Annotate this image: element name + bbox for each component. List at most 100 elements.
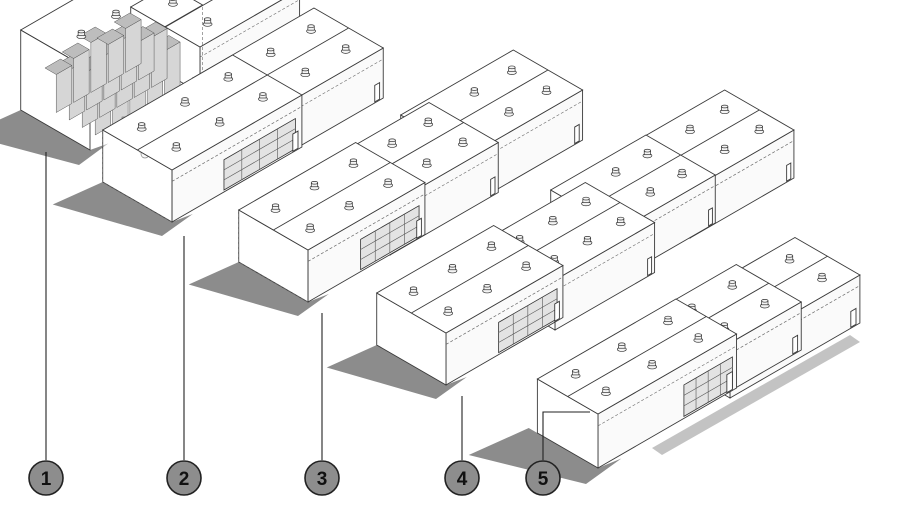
personnel-door [292,130,299,153]
door-panel-line [683,377,733,407]
ground-shadow [326,345,467,399]
roof-fan-icon [664,315,672,320]
roof-fan-icon [345,201,353,205]
roof-fan-icon [785,254,794,258]
number-badge: 2 [166,460,202,496]
number-badge: 5 [525,460,561,496]
roof-fan-icon [470,87,478,91]
roof-fan-icon [688,303,696,308]
building-module-4a [375,224,564,386]
wall-strip [199,0,300,58]
roof-fan-icon [550,255,558,259]
roof-fan-icon [388,138,396,143]
roof-fan-icon [459,137,467,142]
door-panel-line [498,298,558,333]
roof-seam [411,245,529,314]
roof-fan-icon [444,306,452,311]
roof-fan-icon [169,0,177,4]
roof-fan-icon [648,360,656,364]
wall-strip [679,312,802,383]
personnel-door [726,370,733,394]
roof-fan-icon [301,67,309,72]
leader-line [542,411,590,460]
roof-fan-icon [259,92,267,96]
roof-fan-icon [728,280,736,284]
personnel-door [554,300,560,323]
building-module-2a [101,54,303,223]
roof-fan-icon [483,284,491,288]
roof-fan-icon [761,299,769,303]
roof-fan-icon [172,142,180,146]
number-badge-circle [166,460,202,496]
leader-lines-layer [45,152,590,460]
door-panel-line [498,308,558,343]
ground-shadow [188,262,329,316]
cargo-stack [73,49,90,103]
roof-fan-icon [617,216,625,221]
roof-fan-icon [643,148,651,153]
cargo-stack [125,19,142,73]
roof-fan-icon [271,203,280,208]
hidden-edge [238,210,309,303]
roof-fan-icon [204,17,212,21]
roof-fan-icon [342,44,350,48]
personnel-door [490,176,496,197]
roof-fan-icon [181,97,189,101]
number-badge-circle [304,460,340,496]
cargo-top [61,42,90,59]
personnel-door [708,207,713,227]
roof-fan-icon [522,261,530,266]
roof-fan-icon [542,85,551,90]
door-panel-line [360,215,420,250]
roof-seam [273,162,391,231]
corridor-strip [652,335,860,455]
roof-fan-icon [216,117,224,121]
roof-fan-icon [409,286,418,291]
door-panel-line [223,138,296,181]
roof-fan-icon [307,24,315,28]
roof-fan-icon [646,187,654,191]
roof-fan-icon [423,158,431,163]
roof-fan-icon [424,117,432,122]
wall-strip [261,58,384,130]
roof-fan-icon [602,386,610,391]
ground-shadow [468,428,622,484]
cargo-top [44,58,73,75]
roof-fan-icon [138,122,146,126]
roof-fan-icon [306,223,314,228]
roof-fan-icon [721,104,729,109]
roof-fan-icon [686,124,694,129]
building-module-3a [237,141,426,303]
roof-fan-icon [448,264,457,268]
personnel-door [647,255,653,277]
number-badge-label: 5 [538,469,549,490]
roof-fan-icon [583,236,592,240]
roof-seam [137,74,268,151]
roof-fan-icon [112,9,120,14]
roof-fan-icon [505,107,513,111]
roof-fan-icon [818,272,826,277]
roof-fan-icon [618,342,626,347]
number-badge: 1 [28,460,64,496]
personnel-door [792,334,799,355]
number-badge-circle [444,460,480,496]
roof-seam [567,316,707,397]
cargo-top [96,28,125,45]
roof-fan-icon [310,181,319,185]
hidden-edge [102,130,173,223]
roof-fan-icon [755,124,763,129]
wall-strip [619,185,716,241]
building-module-5a [536,298,738,469]
roof-fan-icon [224,72,232,76]
personnel-door [574,123,580,145]
frame-roof-edge [19,0,204,71]
wall-strip [445,276,564,345]
roof-fan-icon [77,29,85,34]
number-badge-circle [28,460,64,496]
roof-fan-icon [678,168,686,173]
personnel-door [416,217,422,240]
roof-fan-icon [612,167,620,171]
